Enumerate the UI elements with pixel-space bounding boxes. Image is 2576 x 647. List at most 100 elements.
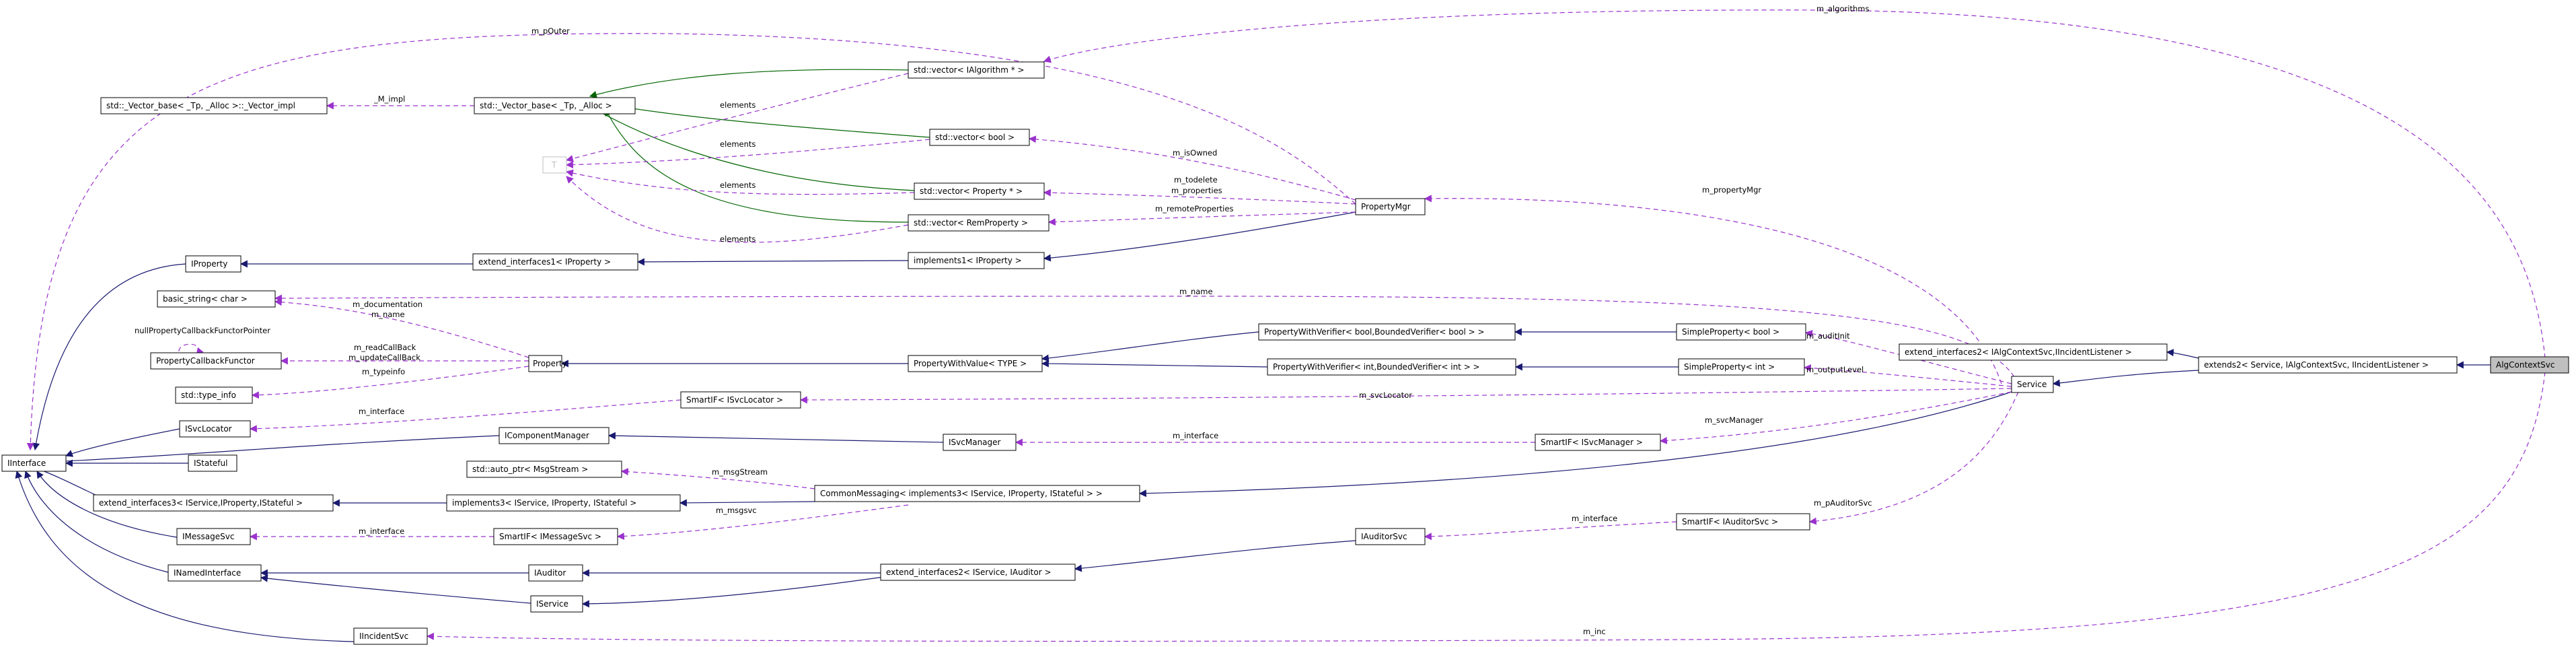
node-type-info[interactable]: std::type_info: [175, 386, 253, 404]
node-extends2[interactable]: extends2< Service, IAlgContextSvc, IInci…: [2198, 356, 2458, 374]
svg-text:extends2< Service, IAlgContext: extends2< Service, IAlgContextSvc, IInci…: [2204, 360, 2429, 370]
edge-vectorialg-to-vectorbase: [589, 69, 909, 98]
label-m-isowned: m_isOwned: [1173, 148, 1217, 158]
edge-m-todelete: [1043, 189, 1356, 205]
svg-text:std::vector< RemProperty >: std::vector< RemProperty >: [914, 218, 1028, 228]
edge-m-algorithms: [1043, 9, 2546, 359]
label-m-pauditorsvc: m_pAuditorSvc: [1814, 498, 1872, 508]
label-m-outputlevel: m_outputLevel: [1806, 365, 1864, 374]
label-m-interface-3: m_interface: [359, 526, 404, 536]
node-simple-property-int[interactable]: SimpleProperty< int >: [1678, 358, 1805, 376]
node-smartif-svcmanager[interactable]: SmartIF< ISvcManager >: [1535, 434, 1661, 451]
edge-propertymgr-to-implements1: [1043, 211, 1356, 262]
svg-text:PropertyCallbackFunctor: PropertyCallbackFunctor: [156, 356, 255, 366]
node-pwv-int[interactable]: PropertyWithVerifier< int,BoundedVerifie…: [1267, 358, 1516, 376]
svg-text:implements1< IProperty >: implements1< IProperty >: [914, 256, 1022, 265]
label-m-interface-1: m_interface: [359, 407, 404, 416]
edge-implements1-to-extendinterfaces1: [636, 258, 909, 266]
edge-extendinterfaces3-to-interface: [40, 469, 100, 498]
node-iauditor[interactable]: IAuditor: [528, 564, 583, 582]
edge-service-to-extends2: [2052, 370, 2199, 387]
edge-m-typeinfo: [251, 366, 529, 399]
node-simple-property-bool[interactable]: SimpleProperty< bool >: [1676, 323, 1806, 341]
edge-m-remoteproperties: [1047, 211, 1356, 226]
node-iauditorsvc[interactable]: IAuditorSvc: [1355, 528, 1426, 545]
label-m-svcmanager: m_svcManager: [1705, 415, 1763, 425]
node-basic-string[interactable]: basic_string< char >: [157, 290, 276, 308]
svg-text:IStateful: IStateful: [194, 458, 227, 468]
label-m-pouter: m_pOuter: [531, 26, 570, 36]
node-iincidentsvc[interactable]: IIncidentSvc: [353, 627, 428, 645]
edge-m-propertymgr: [1424, 195, 2002, 384]
label-m-propertymgr: m_propertyMgr: [1702, 185, 1761, 195]
edge-labels: m_algorithms m_pOuter _M_impl elements e…: [135, 4, 1872, 636]
node-extend-interfaces1[interactable]: extend_interfaces1< IProperty >: [472, 253, 638, 271]
label-m-interface-4: m_interface: [1572, 514, 1617, 523]
node-property-mgr[interactable]: PropertyMgr: [1355, 198, 1426, 215]
edge-service-to-commonmessaging: [1138, 391, 2012, 498]
node-vector-bool[interactable]: std::vector< bool >: [929, 129, 1030, 146]
node-istateful[interactable]: IStateful: [188, 454, 237, 472]
node-isvcmanager[interactable]: ISvcManager: [943, 434, 1017, 451]
node-common-messaging[interactable]: CommonMessaging< implements3< IService, …: [814, 485, 1140, 502]
svg-text:std::vector< IAlgorithm * >: std::vector< IAlgorithm * >: [914, 65, 1025, 75]
label-elements-3: elements: [720, 180, 756, 190]
node-vector-remprop[interactable]: std::vector< RemProperty >: [908, 214, 1050, 232]
node-extend-interfaces3[interactable]: extend_interfaces3< IService,IProperty,I…: [93, 494, 334, 512]
svg-text:T: T: [551, 160, 557, 170]
svg-text:AlgContextSvc: AlgContextSvc: [2496, 360, 2555, 370]
node-smartif-auditorsvc[interactable]: SmartIF< IAuditorSvc >: [1676, 513, 1810, 531]
node-algcontextsvc[interactable]: AlgContextSvc: [2490, 356, 2569, 374]
node-pwv-bool[interactable]: PropertyWithVerifier< bool,BoundedVerifi…: [1258, 323, 1516, 341]
node-t[interactable]: T: [542, 156, 567, 174]
edge-elements-1: [565, 73, 909, 162]
node-service[interactable]: Service: [2011, 376, 2054, 393]
label-m-auditinit: m_auditInit: [1806, 331, 1850, 341]
edge-m-interface-svclocator: [249, 399, 682, 433]
svg-text:INamedInterface: INamedInterface: [174, 568, 241, 578]
edge-extinterfaces2-to-iservice: [581, 576, 889, 608]
node-property-callback-functor[interactable]: PropertyCallbackFunctor: [150, 352, 282, 370]
node-iproperty[interactable]: IProperty: [185, 255, 242, 273]
node-auto-ptr[interactable]: std::auto_ptr< MsgStream >: [466, 461, 622, 478]
node-extend-interfaces2-algctx[interactable]: extend_interfaces2< IAlgContextSvc,IInci…: [1899, 343, 2168, 361]
svg-text:ISvcManager: ISvcManager: [949, 438, 1001, 447]
label-m-algorithms: m_algorithms: [1816, 4, 1869, 13]
svg-text:IMessageSvc: IMessageSvc: [182, 532, 234, 541]
node-smartif-svclocator[interactable]: SmartIF< ISvcLocator >: [680, 391, 801, 409]
node-isvclocator[interactable]: ISvcLocator: [179, 420, 251, 438]
node-smartif-messagesvc[interactable]: SmartIF< IMessageSvc >: [493, 528, 618, 545]
label-m-documentation: m_documentation: [353, 300, 422, 309]
node-vector-ialgorithm[interactable]: std::vector< IAlgorithm * >: [908, 61, 1045, 79]
node-vector-property[interactable]: std::vector< Property * >: [914, 182, 1045, 200]
node-property[interactable]: Property: [528, 355, 567, 372]
svg-text:IAuditor: IAuditor: [534, 568, 566, 578]
edge-icomponentmanager-to-interface: [63, 435, 500, 462]
node-iservice[interactable]: IService: [530, 595, 583, 613]
node-implements1[interactable]: implements1< IProperty >: [908, 252, 1045, 269]
svg-text:std::_Vector_base< _Tp, _Alloc: std::_Vector_base< _Tp, _Alloc >: [480, 101, 612, 110]
edge-m-auditinit: [1804, 330, 2012, 384]
label-m-typeinfo: m_typeinfo: [362, 367, 405, 376]
node-pwv-type[interactable]: PropertyWithValue< TYPE >: [908, 355, 1043, 372]
node-vector-impl[interactable]: std::_Vector_base< _Tp, _Alloc >::_Vecto…: [100, 97, 328, 114]
label-m-name: m_name: [371, 310, 405, 319]
edge-pwvbool-to-pwvtype: [1041, 331, 1259, 362]
node-imessagesvc[interactable]: IMessageSvc: [176, 528, 251, 545]
edge-m-msgstream: [620, 468, 815, 489]
node-implements3[interactable]: implements3< IService, IProperty, IState…: [446, 494, 681, 512]
node-vector-base[interactable]: std::_Vector_base< _Tp, _Alloc >: [474, 97, 636, 114]
node-extend-interfaces2-iservice[interactable]: extend_interfaces2< IService, IAuditor >: [880, 564, 1076, 581]
svg-text:SimpleProperty< bool >: SimpleProperty< bool >: [1682, 327, 1779, 337]
edge-inamedinterface-to-interface: [24, 470, 169, 573]
edge-m-svclocator: [799, 388, 2012, 404]
svg-text:PropertyMgr: PropertyMgr: [1361, 202, 1411, 211]
edge-vectorremprop-to-vectorbase: [605, 108, 909, 223]
label-m-svclocator: m_svcLocator: [1359, 390, 1412, 400]
svg-text:std::auto_ptr< MsgStream >: std::auto_ptr< MsgStream >: [472, 465, 588, 474]
edge-elements-4: [566, 176, 909, 243]
node-interface[interactable]: IInterface: [1, 454, 67, 472]
node-icomponentmanager[interactable]: IComponentManager: [499, 427, 610, 444]
svg-text:PropertyWithVerifier< bool,Bou: PropertyWithVerifier< bool,BoundedVerifi…: [1264, 327, 1485, 337]
node-inamedinterface[interactable]: INamedInterface: [168, 564, 262, 582]
